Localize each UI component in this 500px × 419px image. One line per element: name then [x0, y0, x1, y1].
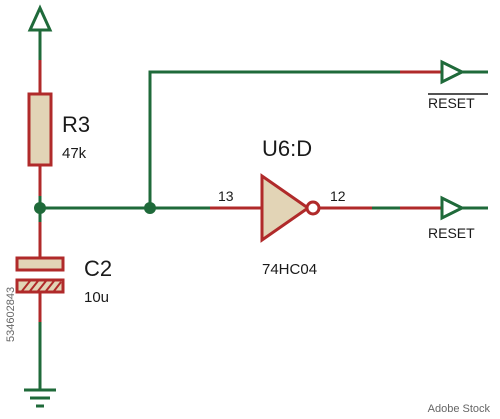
c2-ref-label: C2: [84, 256, 112, 281]
u6-pin-in-label: 13: [218, 188, 234, 204]
reset-bar-terminal-arrow-icon[interactable]: [440, 59, 466, 85]
capacitor-c2[interactable]: [15, 256, 65, 294]
inverter-triangle: [260, 173, 311, 243]
resistor-r3-body[interactable]: [27, 92, 53, 167]
power-arrow-icon: [27, 4, 53, 32]
r3-ref-label: R3: [62, 112, 90, 137]
u6-pin-out-label: 12: [330, 188, 346, 204]
capacitor-c2-plate-top: [15, 256, 65, 272]
c2-value-label: 10u: [84, 289, 109, 306]
wires: [38, 30, 444, 390]
r3-value-label: 47k: [62, 145, 87, 162]
net-reset-label: RESET: [428, 225, 475, 241]
junction-dot-branch: [144, 202, 156, 214]
component-leads: [38, 60, 442, 322]
reset-terminal-arrow-icon[interactable]: [440, 195, 466, 221]
junction-dot-left: [34, 202, 46, 214]
net-reset-bar-label: RESET: [428, 95, 475, 111]
watermark-brand: Adobe Stock: [428, 403, 491, 415]
capacitor-c2-hatch: [21, 280, 62, 292]
watermark-id: 534602843: [5, 287, 17, 342]
inverter-bubble: [305, 200, 321, 216]
ground-icon: [24, 388, 56, 408]
inverter-u6d[interactable]: [260, 173, 321, 243]
u6-part-label: 74HC04: [262, 261, 317, 278]
u6-ref-label: U6:D: [262, 136, 312, 161]
